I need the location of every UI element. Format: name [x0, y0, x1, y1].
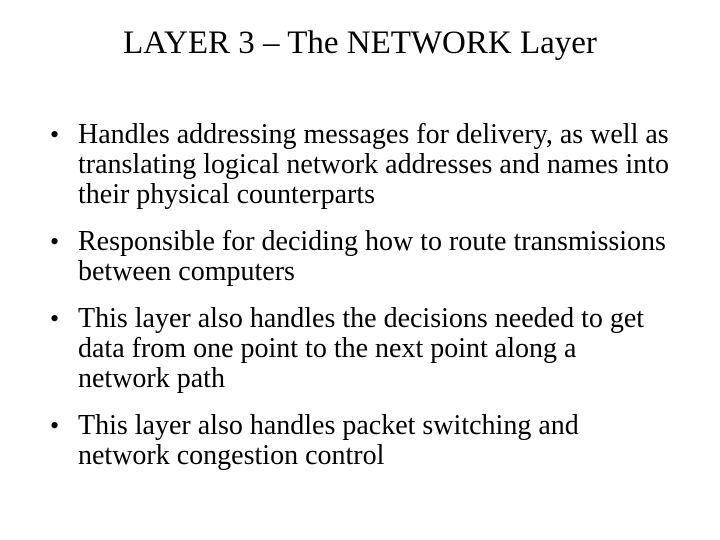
bullet-marker-icon: •: [50, 120, 60, 149]
bullet-item: • Responsible for deciding how to route …: [50, 227, 672, 287]
bullet-item: • This layer also handles the decisions …: [50, 304, 672, 394]
slide-title: LAYER 3 – The NETWORK Layer: [123, 25, 597, 61]
bullet-text: Responsible for deciding how to route tr…: [78, 226, 666, 287]
bullet-text: Handles addressing messages for delivery…: [78, 119, 669, 210]
bullet-text: This layer also handles the decisions ne…: [78, 303, 645, 394]
bullet-marker-icon: •: [50, 227, 60, 256]
bullet-item: • This layer also handles packet switchi…: [50, 411, 672, 471]
bullet-item: • Handles addressing messages for delive…: [50, 120, 672, 210]
bullet-list: • Handles addressing messages for delive…: [50, 120, 672, 488]
bullet-marker-icon: •: [50, 304, 60, 333]
bullet-marker-icon: •: [50, 411, 60, 440]
bullet-text: This layer also handles packet switching…: [78, 410, 579, 471]
